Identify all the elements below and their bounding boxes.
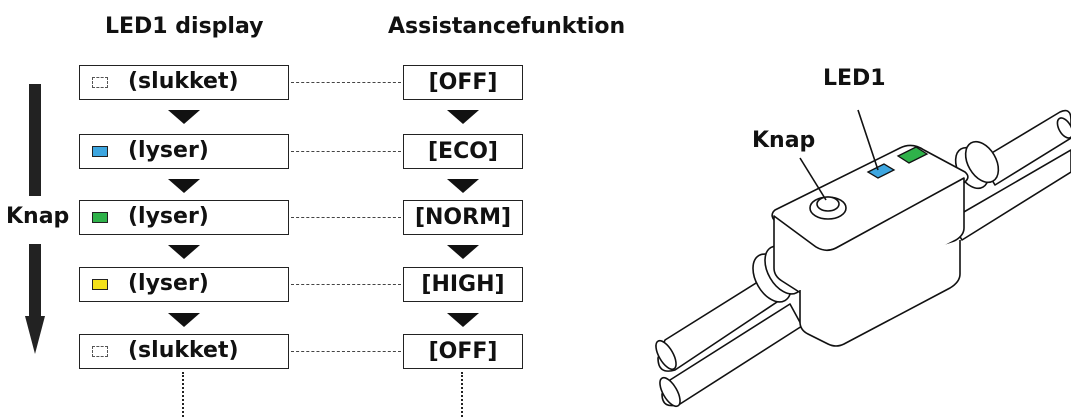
- down-arrow-right-2: [447, 179, 479, 193]
- led-off-swatch-2: [92, 346, 108, 357]
- connector-4: [291, 284, 401, 285]
- mode-row-5: [OFF]: [403, 334, 523, 369]
- led-row-1-text: (slukket): [128, 69, 239, 94]
- connector-1: [291, 82, 401, 83]
- led-row-1: (slukket): [79, 65, 289, 100]
- connector-3: [291, 217, 401, 218]
- down-arrow-left-1: [168, 110, 200, 124]
- mode-row-4: [HIGH]: [403, 267, 523, 302]
- led-row-3: (lyser): [79, 200, 289, 235]
- arrow-shaft-top: [29, 84, 41, 196]
- mode-row-1: [OFF]: [403, 65, 523, 100]
- led1-indicator: [866, 163, 896, 179]
- connector-2: [291, 151, 401, 152]
- button-press-arrow: [25, 84, 45, 354]
- led-row-4: (lyser): [79, 267, 289, 302]
- down-arrow-right-3: [447, 245, 479, 259]
- down-arrow-right-1: [447, 110, 479, 124]
- led-row-4-text: (lyser): [128, 271, 209, 296]
- down-arrow-left-2: [168, 179, 200, 193]
- continuation-right: [461, 372, 463, 417]
- down-arrow-right-4: [447, 313, 479, 327]
- cable-lower-end: [655, 339, 677, 371]
- button-label: Knap: [752, 128, 816, 153]
- led1-leader: [857, 109, 879, 171]
- led-row-5: (slukket): [79, 334, 289, 369]
- led-yellow-swatch: [92, 279, 108, 290]
- mode-row-3: [NORM]: [403, 200, 523, 235]
- down-arrow-left-3: [168, 245, 200, 259]
- led-row-2-text: (lyser): [128, 138, 209, 163]
- device-front-face: [773, 177, 965, 307]
- cable-lower-left: [657, 267, 796, 372]
- left-knap-label: Knap: [6, 204, 70, 229]
- led-row-5-text: (slukket): [128, 338, 239, 363]
- arrow-shaft-bottom: [29, 244, 41, 324]
- arrow-head: [25, 316, 45, 354]
- battery-indicator: [896, 146, 929, 164]
- led1-label: LED1: [823, 66, 886, 91]
- cable-lower-end-2: [659, 376, 681, 408]
- knap-leader: [799, 157, 827, 201]
- led-row-3-text: (lyser): [128, 204, 209, 229]
- led-off-swatch: [92, 77, 108, 88]
- mode-row-2: [ECO]: [403, 134, 523, 169]
- cable-upper-right: [979, 109, 1071, 186]
- device-base: [799, 240, 961, 347]
- led-green-swatch: [92, 212, 108, 223]
- continuation-left: [182, 372, 184, 417]
- knap-button: [816, 196, 840, 212]
- led-blue-swatch: [92, 146, 108, 157]
- down-arrow-left-4: [168, 313, 200, 327]
- assist-function-header: Assistancefunktion: [388, 14, 626, 39]
- connector-5: [291, 351, 401, 352]
- cable-lower-left-2: [661, 303, 803, 407]
- device-illustration: [655, 109, 1071, 408]
- led-display-header: LED1 display: [105, 14, 264, 39]
- led-row-2: (lyser): [79, 134, 289, 169]
